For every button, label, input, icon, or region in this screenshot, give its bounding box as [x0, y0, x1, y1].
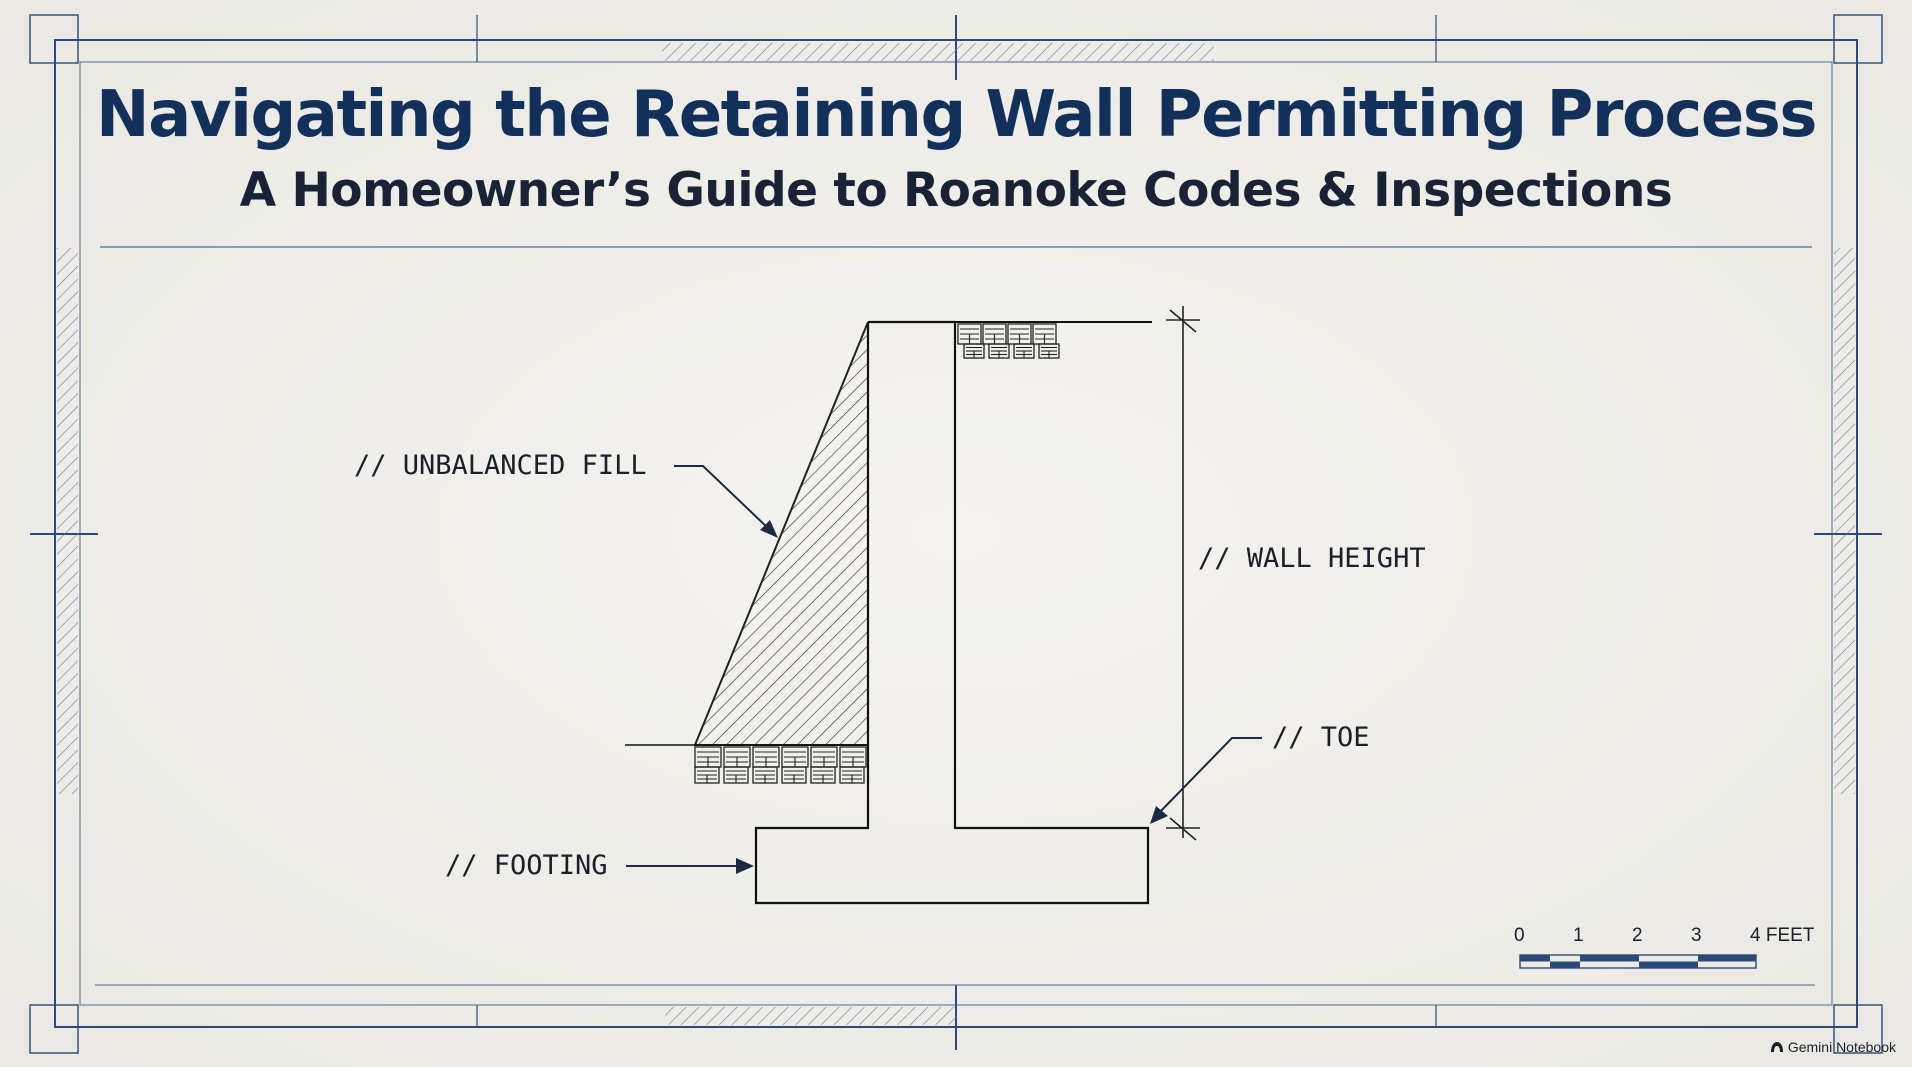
page-title: Navigating the Retaining Wall Permitting…: [96, 78, 1817, 152]
leader-toe: [1150, 737, 1262, 824]
label-wall-height: // WALL HEIGHT: [1198, 543, 1426, 574]
wall-outline: [754, 320, 1150, 905]
gemini-notebook-icon: [1770, 1042, 1783, 1052]
leader-footing: [626, 858, 754, 874]
frame-hatch-bands: [57, 43, 1855, 1025]
scale-tick-3: 3: [1691, 925, 1702, 946]
scale-tick-4-feet: 4 FEET: [1750, 925, 1815, 946]
retaining-wall-diagram: [625, 306, 1262, 905]
label-toe: // TOE: [1272, 722, 1370, 753]
soil-texture-bottom: [694, 746, 867, 784]
label-unbalanced-fill: // UNBALANCED FILL: [354, 450, 647, 481]
scale-tick-2: 2: [1632, 925, 1643, 946]
brand-label: Gemini Notebook: [1787, 1039, 1896, 1055]
scale-tick-1: 1: [1573, 925, 1584, 946]
dimension-tick-bottom: [1166, 817, 1200, 841]
dimension-tick-top: [1166, 309, 1200, 333]
page-subtitle: A Homeowner’s Guide to Roanoke Codes & I…: [239, 163, 1673, 218]
leader-unbalanced-fill: [674, 465, 778, 538]
soil-texture-top: [957, 323, 1060, 359]
scale-bar: [1519, 954, 1757, 969]
scale-tick-0: 0: [1514, 925, 1525, 946]
brand-watermark: Gemini Notebook: [1770, 1039, 1896, 1055]
label-footing: // FOOTING: [445, 850, 608, 881]
